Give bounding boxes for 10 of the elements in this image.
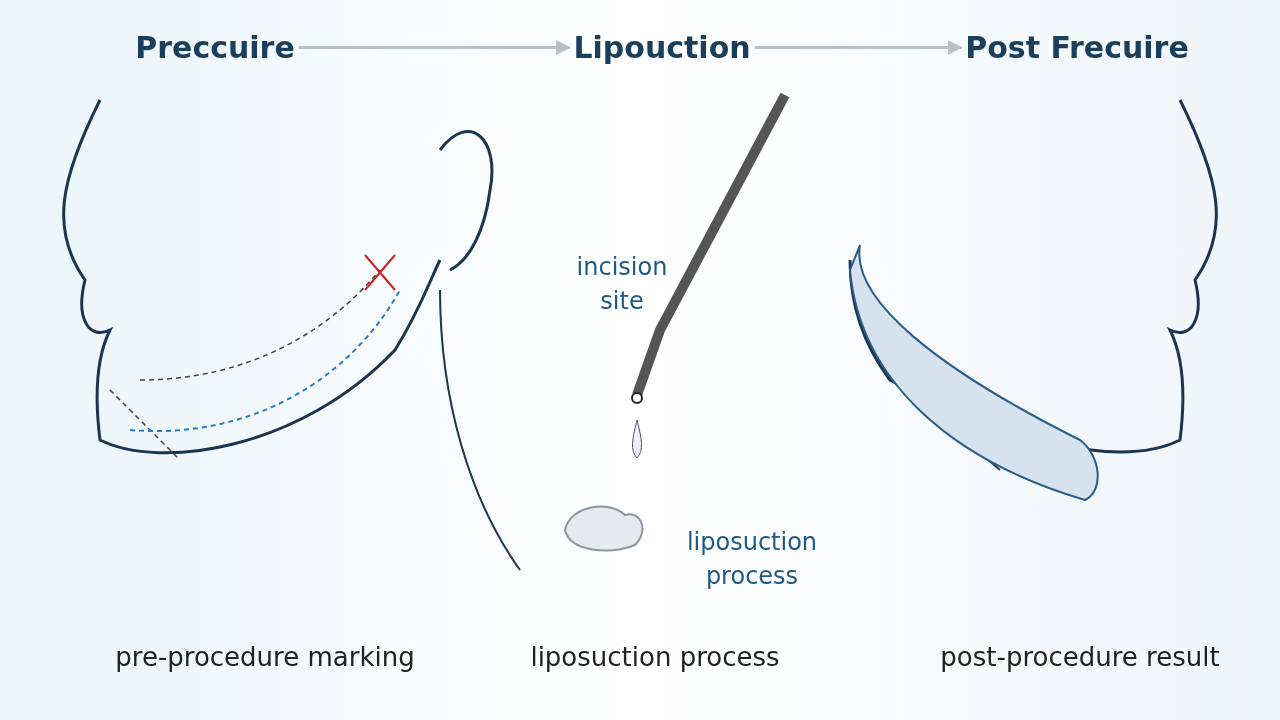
panel-caption: pre-procedure marking — [115, 642, 415, 672]
arrow — [754, 40, 963, 55]
step-heading: Post Frecuire — [965, 30, 1189, 65]
panel-caption: post-procedure result — [940, 642, 1220, 672]
panel-caption: liposuction process — [530, 642, 780, 672]
step-heading: Preccuire — [135, 30, 295, 65]
arrow — [298, 40, 571, 55]
callout-label: incision site — [575, 252, 669, 317]
step-heading: Lipouction — [573, 30, 751, 65]
callout-label: liposuction process — [685, 527, 819, 592]
